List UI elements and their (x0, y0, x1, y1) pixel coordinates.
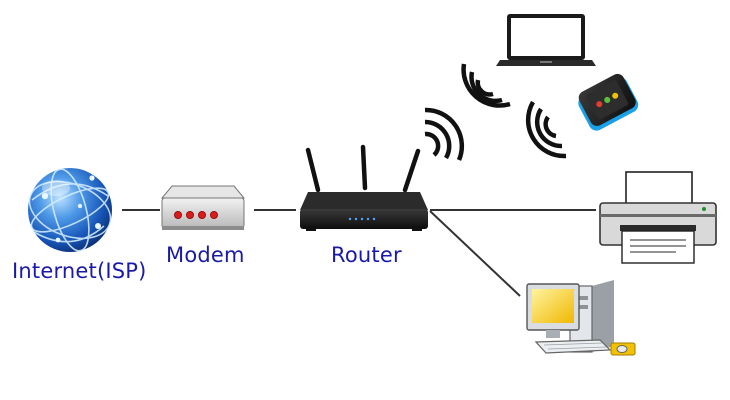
router-icon (300, 144, 428, 231)
desktop-computer-icon (526, 280, 636, 356)
modem-label: Modem (166, 243, 245, 267)
wifi-signal-phone-icon (525, 100, 567, 159)
wifi-signal-laptop-icon (461, 63, 511, 108)
printer-icon (599, 171, 717, 264)
globe-icon (28, 168, 112, 252)
modem-icon (160, 185, 246, 230)
internet-label: Internet(ISP) (12, 259, 147, 283)
wired-links (122, 209, 596, 297)
wifi-signal-router-icon (424, 107, 465, 161)
laptop-icon (496, 14, 596, 66)
router-label: Router (331, 243, 402, 267)
modem-leds (173, 210, 218, 219)
smartphone-icon (578, 73, 639, 131)
link-router-desktop (429, 210, 521, 297)
